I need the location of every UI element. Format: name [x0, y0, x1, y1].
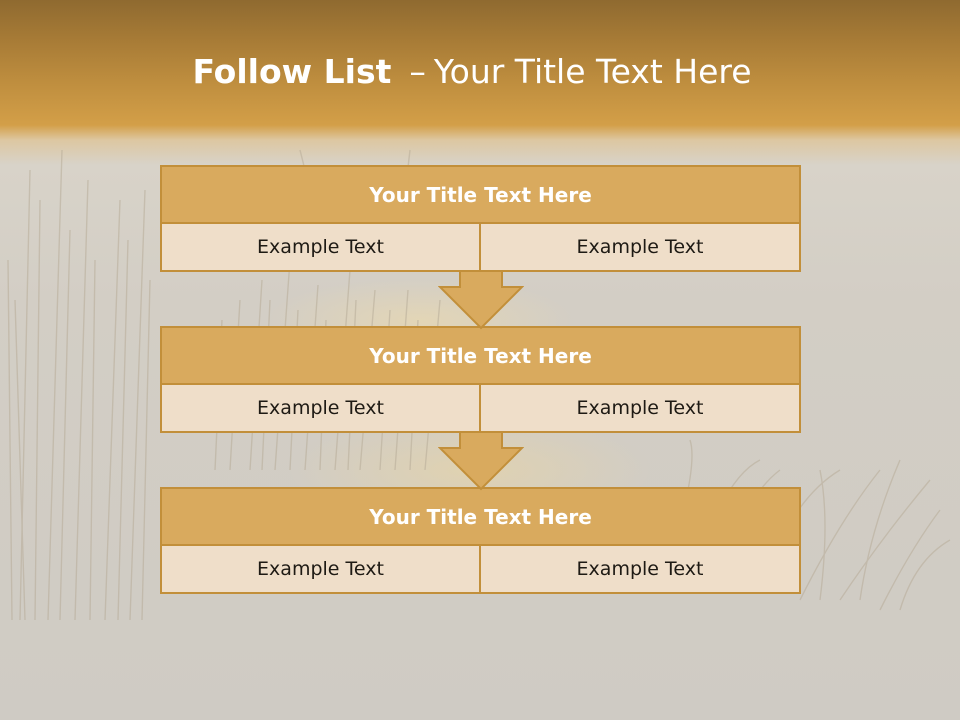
- step-3-header: Your Title Text Here: [160, 487, 801, 546]
- title-separator: –: [409, 52, 426, 91]
- down-arrow-icon: [438, 431, 524, 491]
- title-bold-text: Follow List: [192, 52, 392, 91]
- step-2-left-cell: Example Text: [160, 383, 481, 433]
- step-3-right-cell: Example Text: [479, 544, 801, 594]
- down-arrow-icon: [438, 270, 524, 330]
- step-2-right-cell: Example Text: [479, 383, 801, 433]
- step-1-left-cell: Example Text: [160, 222, 481, 272]
- step-2-header: Your Title Text Here: [160, 326, 801, 385]
- step-1-right-cell: Example Text: [479, 222, 801, 272]
- title-rest-text: Your Title Text Here: [433, 52, 752, 91]
- step-1-header: Your Title Text Here: [160, 165, 801, 224]
- slide-title: Follow List–Your Title Text Here: [0, 52, 944, 91]
- step-3-left-cell: Example Text: [160, 544, 481, 594]
